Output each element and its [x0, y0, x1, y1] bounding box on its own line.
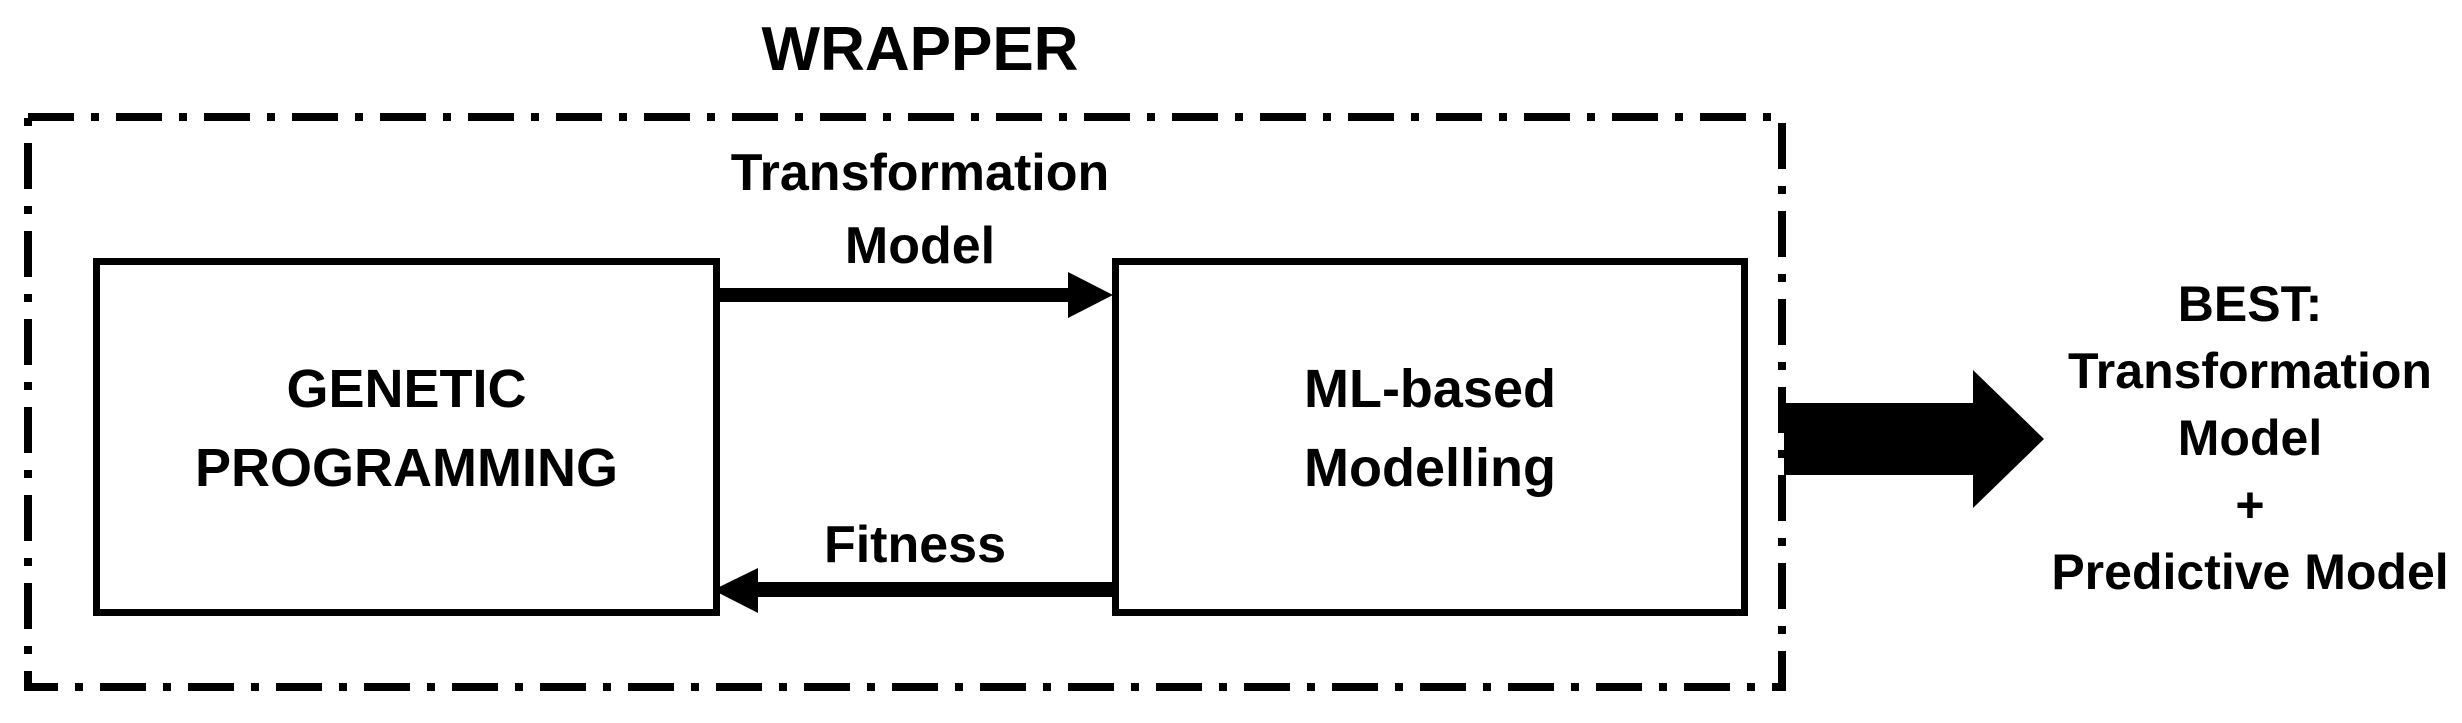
best-output-text: BEST: Transformation Model + Predictive …	[2051, 271, 2448, 606]
transformation-arrow-label-line2: Model	[844, 217, 996, 275]
transformation-arrow-label: Transformation Model	[731, 137, 1110, 283]
ml-modelling-label-line2: Modelling	[1304, 438, 1556, 498]
genetic-programming-label-line1: GENETIC	[286, 359, 527, 419]
output-block-arrow-icon	[1784, 370, 2044, 508]
fitness-arrowhead-left-icon	[713, 568, 758, 613]
wrapper-boundary-dashdot-rect	[24, 113, 1786, 691]
genetic-programming-box: GENETIC PROGRAMMING	[93, 258, 720, 616]
best-output-line5: Predictive Model	[2051, 544, 2449, 600]
best-output-line3: Model	[2177, 410, 2323, 466]
transformation-arrowhead-right-icon	[1068, 272, 1113, 318]
best-output-line2: Transformation	[2068, 343, 2432, 399]
ml-modelling-label-line1: ML-based	[1303, 359, 1557, 419]
fitness-arrow-label: Fitness	[823, 516, 1007, 574]
best-output-line1: BEST:	[2177, 276, 2323, 332]
best-output-line4: +	[2235, 477, 2265, 533]
transformation-arrow-shaft	[716, 288, 1072, 302]
fitness-arrow	[713, 568, 1113, 613]
transformation-arrow-label-line1: Transformation	[730, 144, 1110, 202]
fitness-arrow-shaft	[755, 582, 1113, 597]
wrapper-title: WRAPPER	[761, 15, 1079, 84]
transformation-arrow	[716, 272, 1113, 318]
ml-modelling-box: ML-based Modelling	[1112, 258, 1748, 616]
genetic-programming-label-line2: PROGRAMMING	[195, 438, 618, 498]
